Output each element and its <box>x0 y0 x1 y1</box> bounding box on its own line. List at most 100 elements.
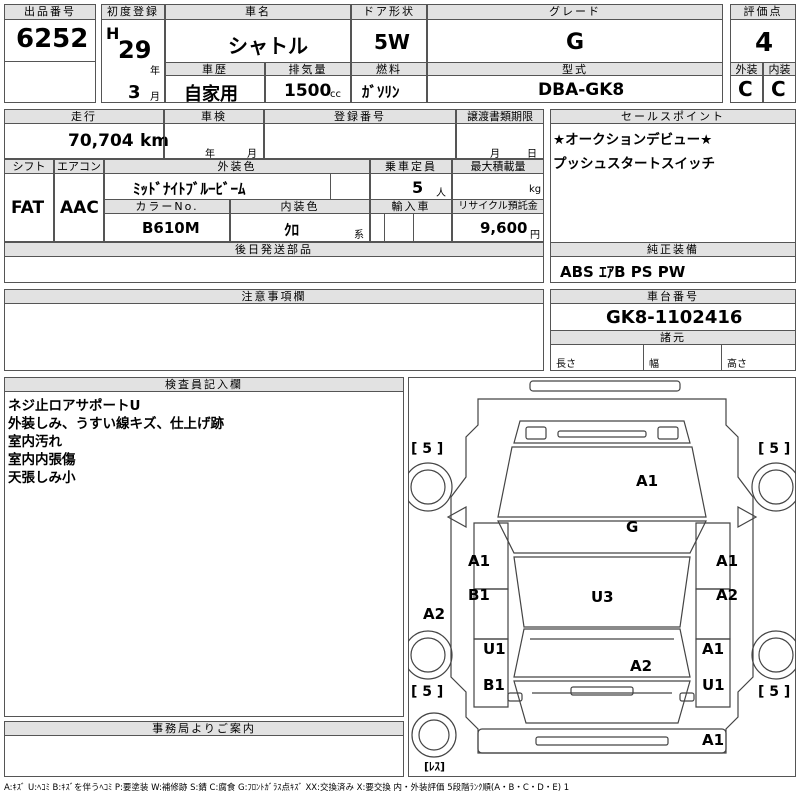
mileage-unit: km <box>140 131 170 151</box>
first-reg-box <box>101 19 165 103</box>
fuel-box <box>351 75 427 103</box>
spec-div1 <box>643 344 644 371</box>
inspection-box <box>164 123 264 159</box>
transfer-day: 日 <box>527 149 537 160</box>
ac-label: エアコン <box>54 159 104 174</box>
inspector-line: 天張しみ小 <box>8 470 76 486</box>
spec-div2 <box>721 344 722 371</box>
month-value: 3 <box>128 82 141 103</box>
mark-roof: U3 <box>591 588 614 606</box>
car-name-label: 車名 <box>165 4 351 20</box>
model-value: DBA-GK8 <box>538 80 625 100</box>
ext-color-sub <box>330 173 370 200</box>
car-name-value: シャトル <box>228 34 308 58</box>
mark-bumper-l: A2 <box>423 605 446 623</box>
notes-label: 注意事項欄 <box>4 289 544 304</box>
door-value: 5W <box>374 30 410 54</box>
length-label: 長さ <box>556 359 576 370</box>
displacement-box <box>265 75 351 103</box>
office-label: 事務局よりご案内 <box>4 721 404 736</box>
int-color-box <box>230 213 370 242</box>
mark-front-fender-l: A1 <box>468 552 491 570</box>
fuel-label: 燃料 <box>351 62 427 76</box>
later-parts-box <box>4 256 544 283</box>
exterior-value: C <box>738 77 753 101</box>
recycle-unit: 円 <box>530 230 540 241</box>
legend-footer: A:ｷｽﾞ U:ﾍｺﾐ B:ｷｽﾞを伴うﾍｺﾐ P:要塗装 W:補修跡 S:錆 … <box>4 783 570 793</box>
equipment-box <box>550 256 796 283</box>
era: H <box>106 24 120 43</box>
later-parts-label: 後日発送部品 <box>4 242 544 257</box>
exterior-label: 外装 <box>730 62 763 76</box>
mark-rear-fender-r: U1 <box>702 676 725 694</box>
equipment-label: 純正装備 <box>550 242 796 257</box>
displacement-label: 排気量 <box>265 62 351 76</box>
mark-rear-fender-l: B1 <box>483 676 505 694</box>
ac-value: AAC <box>60 198 99 218</box>
chassis-label: 車台番号 <box>550 289 796 304</box>
mileage-box <box>4 123 164 159</box>
grade-label: グレード <box>427 4 723 20</box>
inspector-line: 室内汚れ <box>8 434 62 450</box>
tire-fr-label: [ 5 ] <box>758 441 791 457</box>
inspector-line: 室内内張傷 <box>8 452 76 468</box>
width-label: 幅 <box>649 359 659 370</box>
plate-box <box>264 123 456 159</box>
lot-label: 出品番号 <box>4 4 96 20</box>
first-reg-label: 初度登録 <box>101 4 165 20</box>
office-box <box>4 735 404 777</box>
load-unit: kg <box>529 184 542 195</box>
grade-value: G <box>566 30 585 55</box>
interior-value: C <box>771 77 786 101</box>
score-value: 4 <box>755 28 774 58</box>
recycle-box <box>452 213 544 242</box>
shift-value: FAT <box>11 198 45 218</box>
lot-divider <box>4 61 96 62</box>
int-color-label: 内装色 <box>230 199 370 214</box>
mark-front-door-r: A2 <box>716 586 739 604</box>
ext-color-label: 外装色 <box>104 159 370 174</box>
displacement-unit: cc <box>330 89 341 100</box>
mark-front-door-l: B1 <box>468 586 490 604</box>
ac-box <box>54 173 104 242</box>
diagram-frame <box>408 377 796 777</box>
mark-rear-roof: A2 <box>630 657 653 675</box>
sales-points-label: セールスポイント <box>550 109 796 124</box>
color-no-box <box>104 213 230 242</box>
sales-points-line1: ★オークションデビュー★ <box>553 132 713 148</box>
sales-points-line2: プッシュスタートスイッチ <box>553 156 715 172</box>
tire-fl-label: [ 5 ] <box>411 441 444 457</box>
spec-label: 諸元 <box>550 330 796 345</box>
inspector-box <box>4 391 404 717</box>
shift-label: シフト <box>4 159 54 174</box>
color-no-label: カラーNo. <box>104 199 230 214</box>
inspector-line: ネジ止ロアサポートU <box>8 398 141 414</box>
mileage-label: 走行 <box>4 109 164 124</box>
month-unit: 月 <box>150 92 160 103</box>
recycle-label: リサイクル預託金 <box>452 199 544 214</box>
tire-rl-label: [ 5 ] <box>411 684 444 700</box>
import-label: 輸入車 <box>370 199 452 214</box>
door-label: ドア形状 <box>351 4 427 20</box>
transfer-label: 譲渡書類期限 <box>456 109 544 124</box>
import-sub <box>384 213 414 242</box>
model-label: 型式 <box>427 62 723 76</box>
transfer-month: 月 <box>490 149 500 160</box>
int-color-value: ｸﾛ <box>284 221 300 239</box>
shift-box <box>4 173 54 242</box>
plate-label: 登録番号 <box>264 109 456 124</box>
fuel-value: ｶﾞｿﾘﾝ <box>362 83 400 101</box>
inspection-month: 月 <box>247 149 257 160</box>
car-diagram <box>408 380 796 758</box>
mark-rear-door-r: A1 <box>702 640 725 658</box>
inspection-year: 年 <box>205 149 215 160</box>
ext-color-value: ﾐｯﾄﾞﾅｲﾄﾌﾞﾙｰﾋﾞｰﾑ <box>133 180 246 198</box>
history-value: 自家用 <box>184 84 238 105</box>
lot-value: 6252 <box>16 24 89 54</box>
mark-rear-door-l: U1 <box>483 640 506 658</box>
transfer-box <box>456 123 544 159</box>
inspector-label: 検査員記入欄 <box>4 377 404 392</box>
history-label: 車歴 <box>165 62 265 76</box>
inspector-line: 外装しみ、うすい線キズ、仕上げ跡 <box>8 416 224 432</box>
int-color-unit: 系 <box>354 230 364 241</box>
